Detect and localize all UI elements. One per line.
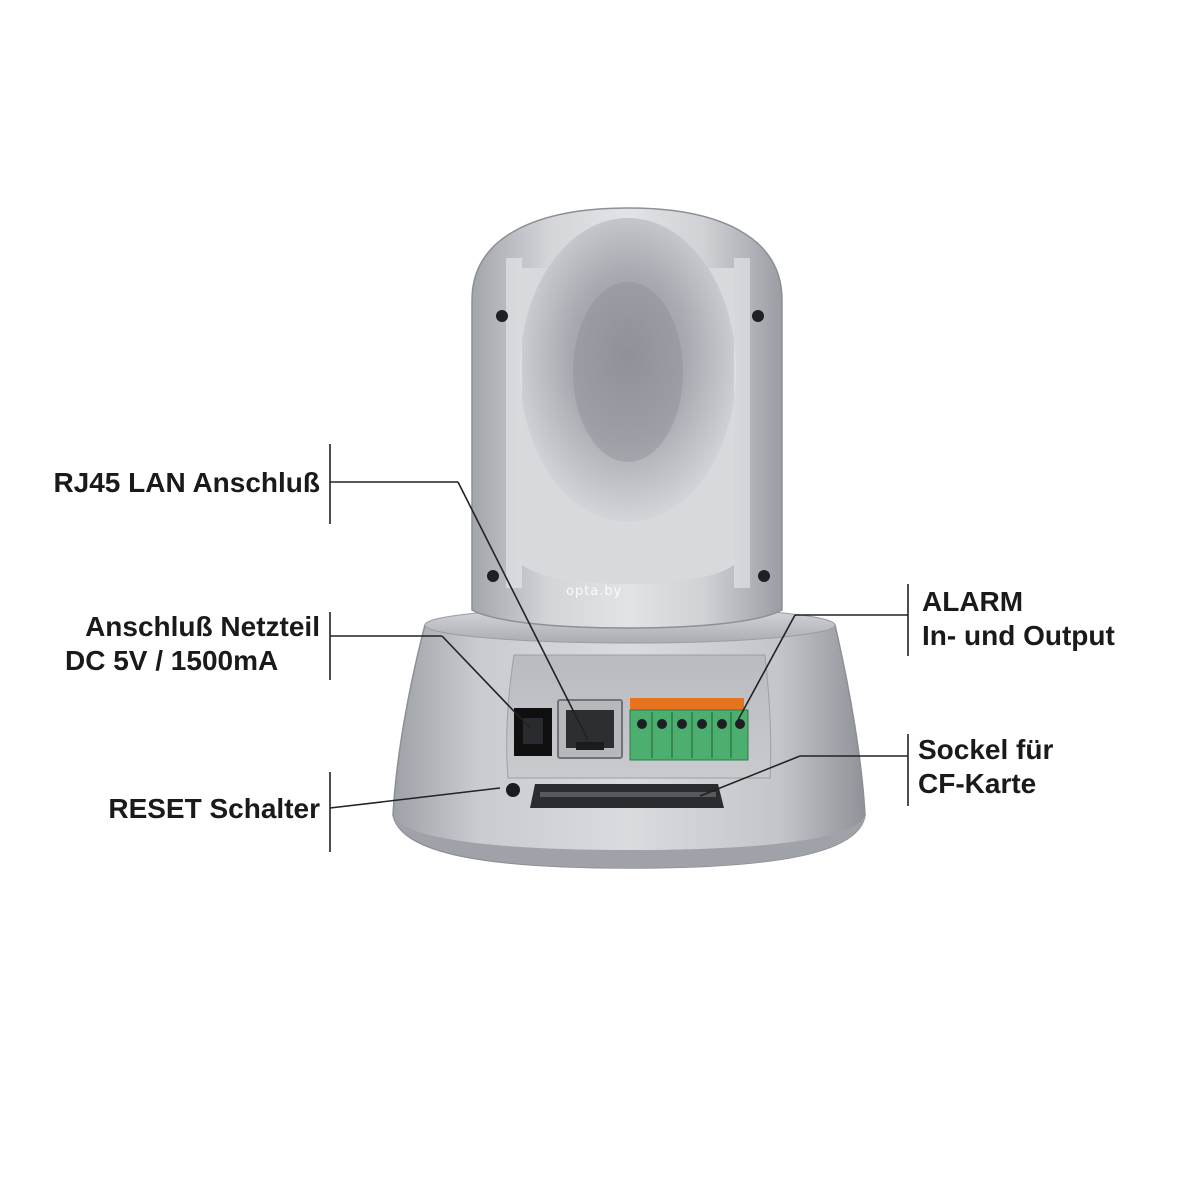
base-ring xyxy=(393,815,865,868)
camera-ball xyxy=(520,218,736,522)
callout-alarm-line1: ALARM xyxy=(922,586,1024,617)
callout-rj45-label: RJ45 LAN Anschluß xyxy=(53,467,320,498)
callout-reset-label: RESET Schalter xyxy=(108,793,320,824)
callout-alarm-label: ALARM In- und Output xyxy=(922,585,1115,653)
callout-cf-line1: Sockel für xyxy=(918,734,1054,765)
alarm-terminal-green xyxy=(629,709,749,761)
watermark: opta.by xyxy=(566,584,623,599)
screw xyxy=(758,570,770,582)
reset-button xyxy=(506,783,520,797)
screw xyxy=(496,310,508,322)
callout-power-label: Anschluß Netzteil DC 5V / 1500mA xyxy=(20,610,320,678)
callout-power-line2: DC 5V / 1500mA xyxy=(65,645,279,676)
screw xyxy=(487,570,499,582)
screw xyxy=(752,310,764,322)
callout-cf-line2: CF-Karte xyxy=(918,768,1037,799)
alarm-terminal-orange xyxy=(630,698,744,710)
callout-cf-label: Sockel für CF-Karte xyxy=(918,733,1053,801)
callout-alarm-line2: In- und Output xyxy=(922,620,1115,651)
callout-power-line1: Anschluß Netzteil xyxy=(85,611,320,642)
callout-lines xyxy=(329,444,909,852)
